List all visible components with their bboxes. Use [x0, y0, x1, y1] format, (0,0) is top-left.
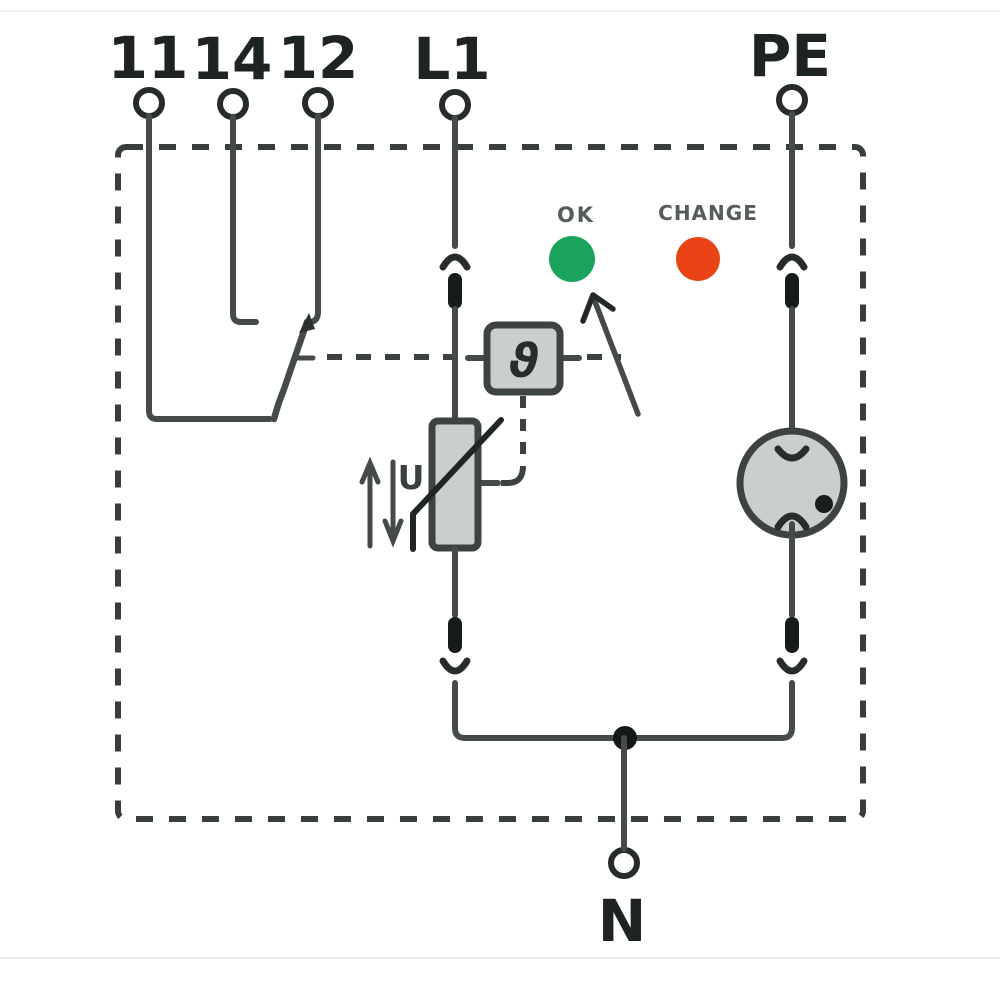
terminal-label-n: N: [598, 887, 647, 955]
gdt-electrode-bottom: [774, 512, 810, 531]
terminal-circle-11: [133, 87, 165, 119]
plug-contact-chevron-up: [776, 253, 808, 271]
change-label: CHANGE: [658, 201, 758, 225]
switch-lever: [270, 318, 311, 423]
gdt-electrode-top: [774, 445, 810, 462]
voltage-down-arrow-head: [382, 518, 404, 548]
plug-contact-blade: [785, 273, 799, 309]
gas-filled-dot: [815, 495, 833, 513]
voltage-arrows: U: [359, 456, 425, 549]
plug-contact-chevron-down: [439, 657, 471, 675]
ok-label: OK: [557, 203, 595, 227]
wire-terminal-12: [304, 113, 321, 326]
wire-terminal-14: [230, 114, 259, 325]
theta-symbol: ϑ: [509, 334, 540, 388]
voltage-up-arrow-head: [359, 456, 381, 485]
terminal-circle-14: [217, 88, 249, 120]
l1-branch: [410, 115, 504, 675]
terminal-circle-pe: [776, 84, 808, 116]
pe-branch: [736, 111, 848, 675]
thermal-disconnector: ϑ: [483, 321, 564, 396]
linkage-dash-corner: [501, 465, 526, 486]
terminal-label-12: 12: [278, 24, 359, 92]
changeover-switch: [146, 113, 321, 423]
ok-led: [549, 236, 595, 282]
plug-contact-blade: [785, 617, 799, 653]
terminal-circle-l1: [439, 89, 471, 121]
plug-contact-blade: [448, 273, 462, 309]
terminal-label-l1: L1: [413, 25, 490, 93]
voltage-label-u: U: [398, 458, 425, 497]
terminal-circle-n: [608, 847, 640, 879]
status-indicators: OK CHANGE: [549, 201, 758, 417]
terminal-circle-12: [302, 87, 334, 119]
switch-lever-arrowhead: [299, 313, 315, 333]
change-led: [676, 237, 720, 281]
terminal-label-14: 14: [192, 25, 273, 93]
indicator-pointer-arrow-shaft: [591, 296, 641, 417]
device-outline-dashed-border: [115, 144, 866, 822]
plug-contact-chevron-up: [439, 253, 471, 271]
varistor-diagonal-stroke: [410, 417, 504, 517]
neutral-run: [452, 680, 795, 852]
plug-contact-chevron-down: [776, 657, 808, 675]
indicator-pointer-arrow-head: [580, 292, 616, 324]
terminal-label-11: 11: [108, 24, 189, 92]
thermal-disconnector-box: [483, 321, 564, 396]
wire-terminal-11: [146, 113, 273, 422]
plug-contact-blade: [448, 617, 462, 653]
terminal-label-pe: PE: [749, 22, 831, 90]
